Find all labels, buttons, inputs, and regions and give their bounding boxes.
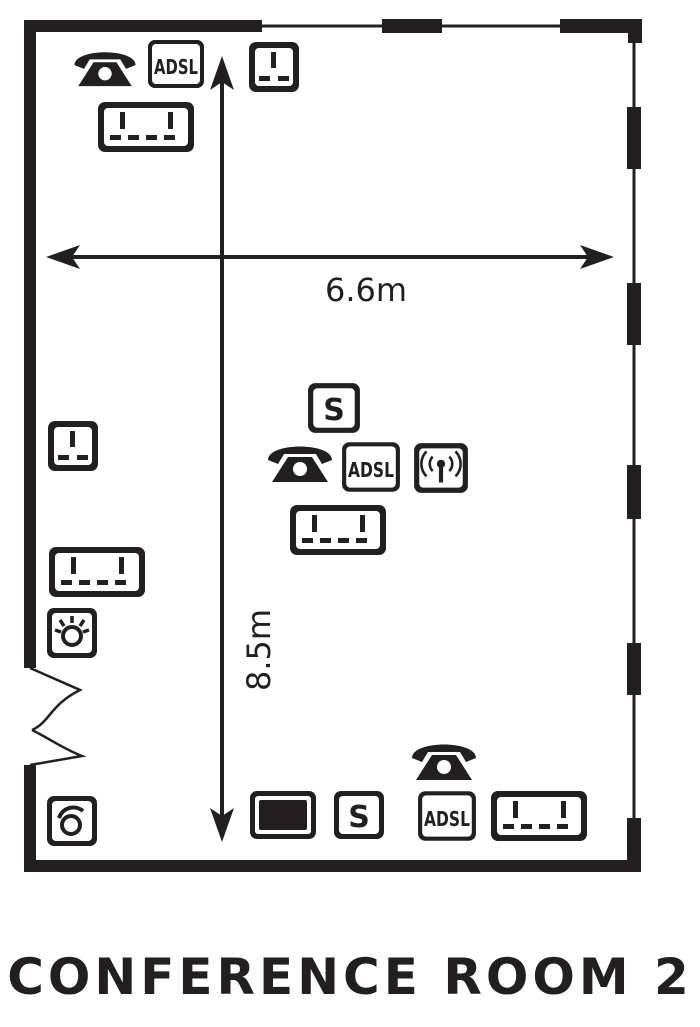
- adsl-icon: ADSL: [418, 791, 476, 841]
- double-socket-icon: [290, 505, 386, 555]
- width-dimension-arrow: [46, 245, 614, 269]
- room-title: CONFERENCE ROOM 2: [7, 948, 693, 1006]
- floor-plan: 6.6m 8.5m ADSL S ADSL: [24, 19, 642, 872]
- speaker-icon: S: [334, 791, 384, 839]
- windows: [382, 19, 642, 872]
- svg-text:ADSL: ADSL: [154, 55, 198, 79]
- single-socket-icon: [48, 421, 98, 471]
- telephone-icon: [268, 446, 332, 482]
- length-label: 8.5m: [240, 609, 278, 691]
- double-socket-icon: [98, 102, 194, 152]
- svg-text:S: S: [348, 800, 370, 835]
- single-socket-icon: [249, 42, 299, 92]
- telephone-icon: [412, 744, 476, 780]
- dimmer-icon: [45, 794, 99, 848]
- adsl-icon: ADSL: [148, 40, 204, 88]
- svg-text:ADSL: ADSL: [348, 458, 394, 482]
- door: [29, 666, 87, 767]
- length-dimension-arrow: [210, 56, 234, 842]
- svg-text:ADSL: ADSL: [424, 807, 470, 831]
- width-label: 6.6m: [325, 271, 407, 309]
- double-socket-icon: [49, 547, 145, 597]
- wifi-icon: [412, 441, 470, 495]
- telephone-icon: [74, 52, 136, 87]
- speaker-icon: S: [308, 383, 360, 433]
- double-socket-icon: [491, 791, 587, 841]
- light-switch-icon: [45, 606, 99, 660]
- adsl-icon: ADSL: [342, 442, 400, 492]
- screen-icon: [250, 791, 316, 839]
- svg-text:S: S: [323, 393, 345, 428]
